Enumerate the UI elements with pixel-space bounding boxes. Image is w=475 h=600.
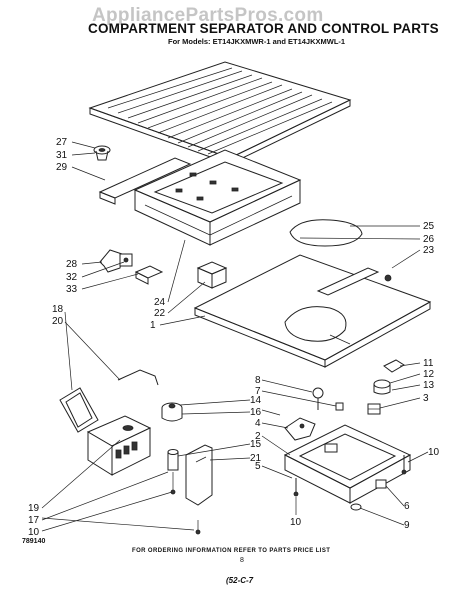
callout-32: 32: [66, 272, 78, 283]
clip-part-6: [375, 479, 387, 489]
screw-part-5: [293, 478, 299, 497]
callout-20: 20: [52, 316, 64, 327]
revision-code: (52-C-7: [226, 576, 254, 585]
callout-12: 12: [423, 369, 435, 380]
callout-21: 21: [250, 453, 262, 464]
screw-part-10-right: [401, 455, 407, 475]
callout-10-center: 10: [290, 517, 302, 528]
control-panel-part-1: [193, 254, 432, 368]
watermark-text: AppliancePartsPros.com: [92, 5, 324, 26]
callout-28: 28: [66, 259, 78, 270]
callout-27: 27: [56, 137, 68, 148]
bracket-part-28: [99, 249, 133, 273]
callout-19: 19: [28, 503, 40, 514]
dial-part-14: [161, 402, 183, 422]
callout-18: 18: [52, 304, 64, 315]
bracket-part-21: [185, 444, 213, 535]
callout-10-left: 10: [28, 527, 40, 538]
callout-3: 3: [423, 393, 429, 404]
diagram-title: COMPARTMENT SEPARATOR AND CONTROL PARTS: [88, 21, 439, 36]
callout-4: 4: [255, 418, 261, 429]
page-number: 8: [240, 557, 244, 564]
block-part-22: [196, 261, 228, 289]
compartment-separator-tray: [133, 149, 302, 246]
callout-29: 29: [56, 162, 68, 173]
callout-25: 25: [423, 221, 435, 232]
callout-1: 1: [150, 320, 156, 331]
callout-23: 23: [423, 245, 435, 256]
callout-7: 7: [255, 386, 261, 397]
ordering-note: FOR ORDERING INFORMATION REFER TO PARTS …: [132, 548, 331, 554]
knob-part-31: [93, 145, 111, 161]
callout-17: 17: [28, 515, 40, 526]
callout-6: 6: [404, 501, 410, 512]
callout-5: 5: [255, 461, 261, 472]
seal-part-25: [289, 219, 363, 247]
callout-26: 26: [423, 234, 435, 245]
diagram-code: 789140: [22, 538, 46, 545]
callout-labels: 27 31 29 28 32 33 24 22 1 25 26 23 18 20…: [28, 137, 440, 538]
shaft-part-15: [167, 449, 179, 495]
callout-14a: 14: [250, 395, 262, 406]
callout-13: 13: [423, 380, 435, 391]
damper-part-4: [284, 417, 316, 441]
callout-15: 15: [250, 439, 262, 450]
strip-part-29: [98, 157, 192, 205]
foot-part-9: [350, 503, 362, 511]
callout-10-right: 10: [428, 447, 440, 458]
callout-8: 8: [255, 375, 261, 386]
callout-9: 9: [404, 520, 410, 531]
callout-24: 24: [154, 297, 166, 308]
callout-2: 2: [255, 431, 261, 442]
top-grille-panel: [88, 61, 352, 165]
socket-part-3: [367, 403, 381, 415]
callout-16: 16: [250, 407, 262, 418]
lower-housing-part-2: [283, 424, 412, 504]
wire-part-20: [117, 369, 159, 386]
callout-31: 31: [56, 150, 68, 161]
thermostat-housing-part-19: [86, 415, 152, 476]
gasket-part-18: [59, 387, 99, 433]
clip-part-33: [134, 265, 164, 285]
callout-33: 33: [66, 284, 78, 295]
leader-lines: [41, 141, 429, 532]
switch-part-11: [373, 359, 405, 395]
callout-11: 11: [423, 358, 434, 369]
knob-part-8: [312, 387, 344, 411]
model-subtitle: For Models: ET14JKXMWR-1 and ET14JKXMWL-…: [168, 37, 346, 46]
callout-22: 22: [154, 308, 166, 319]
